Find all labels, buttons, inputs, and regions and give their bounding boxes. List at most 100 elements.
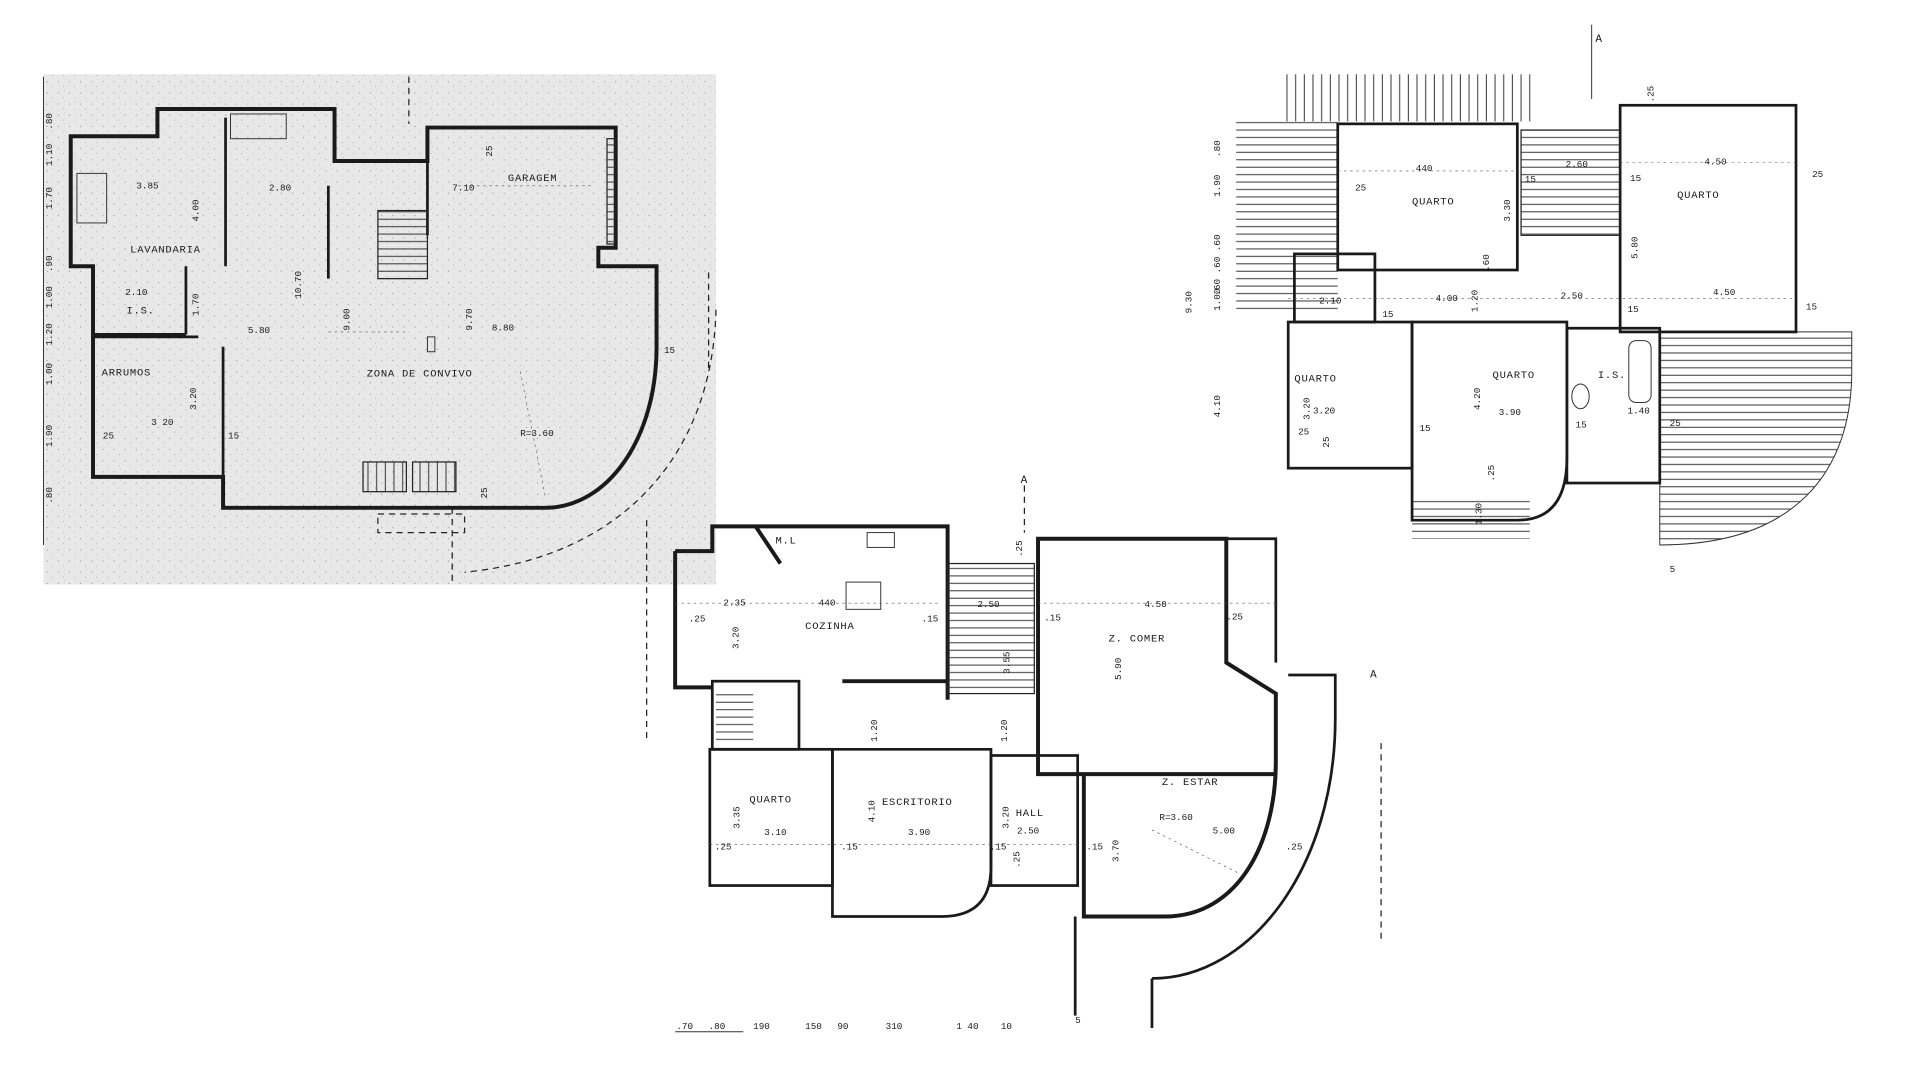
upper-floor-plan [1236,24,1853,546]
room-label: I.S. [1598,370,1626,382]
quarto-2-walls [1618,103,1798,334]
dimension-label: 4.20 [1472,388,1483,410]
dimension-label: 15 [664,345,675,356]
room-label: Z. ESTAR [1162,777,1218,789]
dimension-label: 15 [1630,173,1641,184]
dimension-label: .15 [990,842,1007,853]
dimension-label: 15 [1806,302,1817,313]
dimension-label: 5 [1075,1015,1081,1026]
dimension-label: 2.50 [1561,290,1583,301]
room-label: ARRUMOS [102,367,151,379]
dimension-label: R=3.60 [1159,812,1192,823]
dimension-label: 1.90 [44,425,55,447]
dimension-label: .15 [1086,842,1103,853]
ground-stairs [946,562,1035,695]
dimension-label: 5.90 [1113,658,1124,680]
basement-dashed-lines [377,76,717,583]
dimension-label: 3.10 [764,827,786,838]
dimension-label: 3.35 [732,806,743,828]
room-label: COZINHA [805,621,854,633]
dimension-label: 9.00 [341,308,352,330]
dimension-label: .25 [715,842,732,853]
dimension-label: 10.70 [293,271,304,299]
dimension-label: 3.85 [136,180,158,191]
dimension-label: 1 40 [956,1021,978,1032]
basement-stairs [377,209,429,280]
dimension-label: 3.90 [908,827,930,838]
dimension-label: 3.90 [1499,407,1521,418]
terrace-hatch-bottom [1412,495,1530,539]
dimension-label: 3.20 [1313,406,1335,417]
kitchen-walls [673,524,950,700]
dimension-label: 15 [1382,309,1393,320]
dimension-label: .80 [44,487,55,504]
upper-stairs [1520,129,1621,236]
basement-interior-walls [93,117,429,477]
dimension-label: .25 [1646,86,1657,103]
dimension-label: .15 [922,614,939,625]
room-label: HALL [1016,808,1044,820]
basement-stair-step [362,461,407,493]
dimension-label: 2.80 [269,183,291,194]
dimension-label: 25 [484,146,495,157]
dimension-label: 1.20 [869,720,880,742]
terrace-hatch-right [1659,331,1853,546]
room-label: ZONA DE CONVIVO [367,369,473,381]
room-label: QUARTO [1412,196,1454,208]
dimension-label: 5.80 [1629,237,1640,259]
dimension-label: 1.20 [1470,290,1481,312]
dimension-label: 3.20 [1301,398,1312,420]
room-label: I.S. [126,305,154,317]
dimension-label: 15 [1525,174,1536,185]
room-label: QUARTO [749,795,791,807]
room-label: GARAGEM [508,173,557,185]
terrace-hatch-left [1236,117,1338,310]
sink [866,532,895,548]
dimension-label: 3.30 [1502,199,1513,221]
quarto-walls [708,747,834,887]
room-label: QUARTO [1677,190,1719,202]
dimension-label: 3.20 [188,388,199,410]
dimension-label: 5 [1670,564,1676,575]
wc-tiles [716,688,754,745]
dimension-label: 25 [479,487,490,498]
dimension-label: 9.70 [464,308,475,330]
dimension-label: 9.30 [1184,291,1195,313]
dimension-label: 4.10 [867,800,878,822]
dimension-label: 5.80 [248,325,270,336]
section-marker-label: A [1370,669,1377,681]
dimension-label: 8.80 [492,323,514,334]
dimension-label: 90 [837,1021,848,1032]
section-marker-label: A [1021,475,1028,487]
dimension-label: .80 [709,1021,726,1032]
dimension-label: 1.00 [44,363,55,385]
dimension-label: 1.00 [1212,289,1223,311]
bathtub [1628,340,1652,404]
laundry-counter [230,113,287,140]
living-dining-walls [1036,536,1278,919]
section-marker-label: A [1595,34,1602,46]
dimension-label: 2.35 [723,598,745,609]
dimension-label: 3.70 [1111,840,1122,862]
dimension-label: 440 [819,598,836,609]
room-label: LAVANDARIA [130,245,201,257]
dimension-label: .60 .60 .60 [1212,234,1223,295]
ground-outer-walls [1073,916,1154,1028]
dimension-label: 1.90 [1212,175,1223,197]
dimension-label: .15 [841,842,858,853]
dimension-label: 25 [103,430,114,441]
terrace-wall [1226,537,1278,663]
washbasin [1571,383,1590,410]
dimension-label: .25 [1486,465,1497,482]
dimension-label: .80 [1212,140,1223,157]
dimension-label: 1.10 [44,144,55,166]
dimension-label: 1.70 [44,187,55,209]
room-label: QUARTO [1493,370,1535,382]
dimension-label: 2.10 [125,287,147,298]
dimension-label: 4.10 [1212,395,1223,417]
dimension-label: R=3.60 [520,428,553,439]
dimension-label: 25 [1355,183,1366,194]
dimension-label: 10 [1001,1021,1012,1032]
dimension-label: 15 [1628,304,1639,315]
